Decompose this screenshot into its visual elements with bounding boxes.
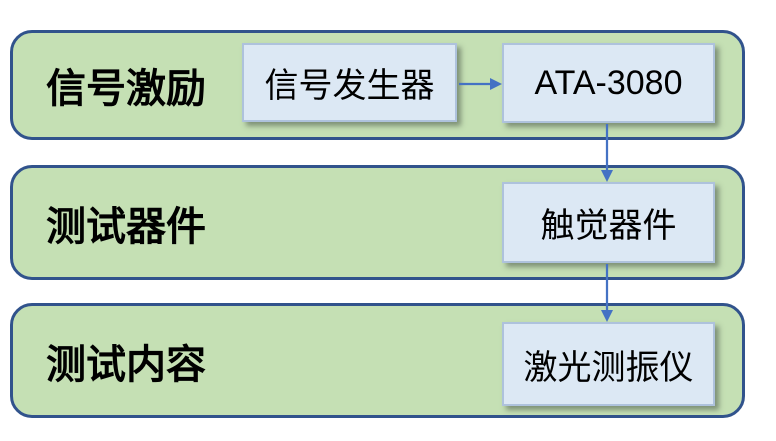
node-tactile-device-label: 触觉器件	[540, 207, 677, 245]
node-signal-generator-label: 信号发生器	[264, 67, 435, 105]
band-test-device-label: 测试器件	[46, 204, 206, 249]
node-ata-3080: ATA-3080	[502, 43, 715, 123]
node-tactile-device: 触觉器件	[502, 182, 715, 263]
node-signal-generator: 信号发生器	[242, 43, 457, 122]
band-test-content-label: 测试内容	[46, 342, 206, 387]
band-signal-excitation-label: 信号激励	[46, 67, 206, 111]
node-ata-3080-label: ATA-3080	[534, 63, 683, 102]
node-laser-vibrometer-label: 激光测振仪	[523, 348, 694, 387]
node-laser-vibrometer: 激光测振仪	[502, 322, 715, 406]
